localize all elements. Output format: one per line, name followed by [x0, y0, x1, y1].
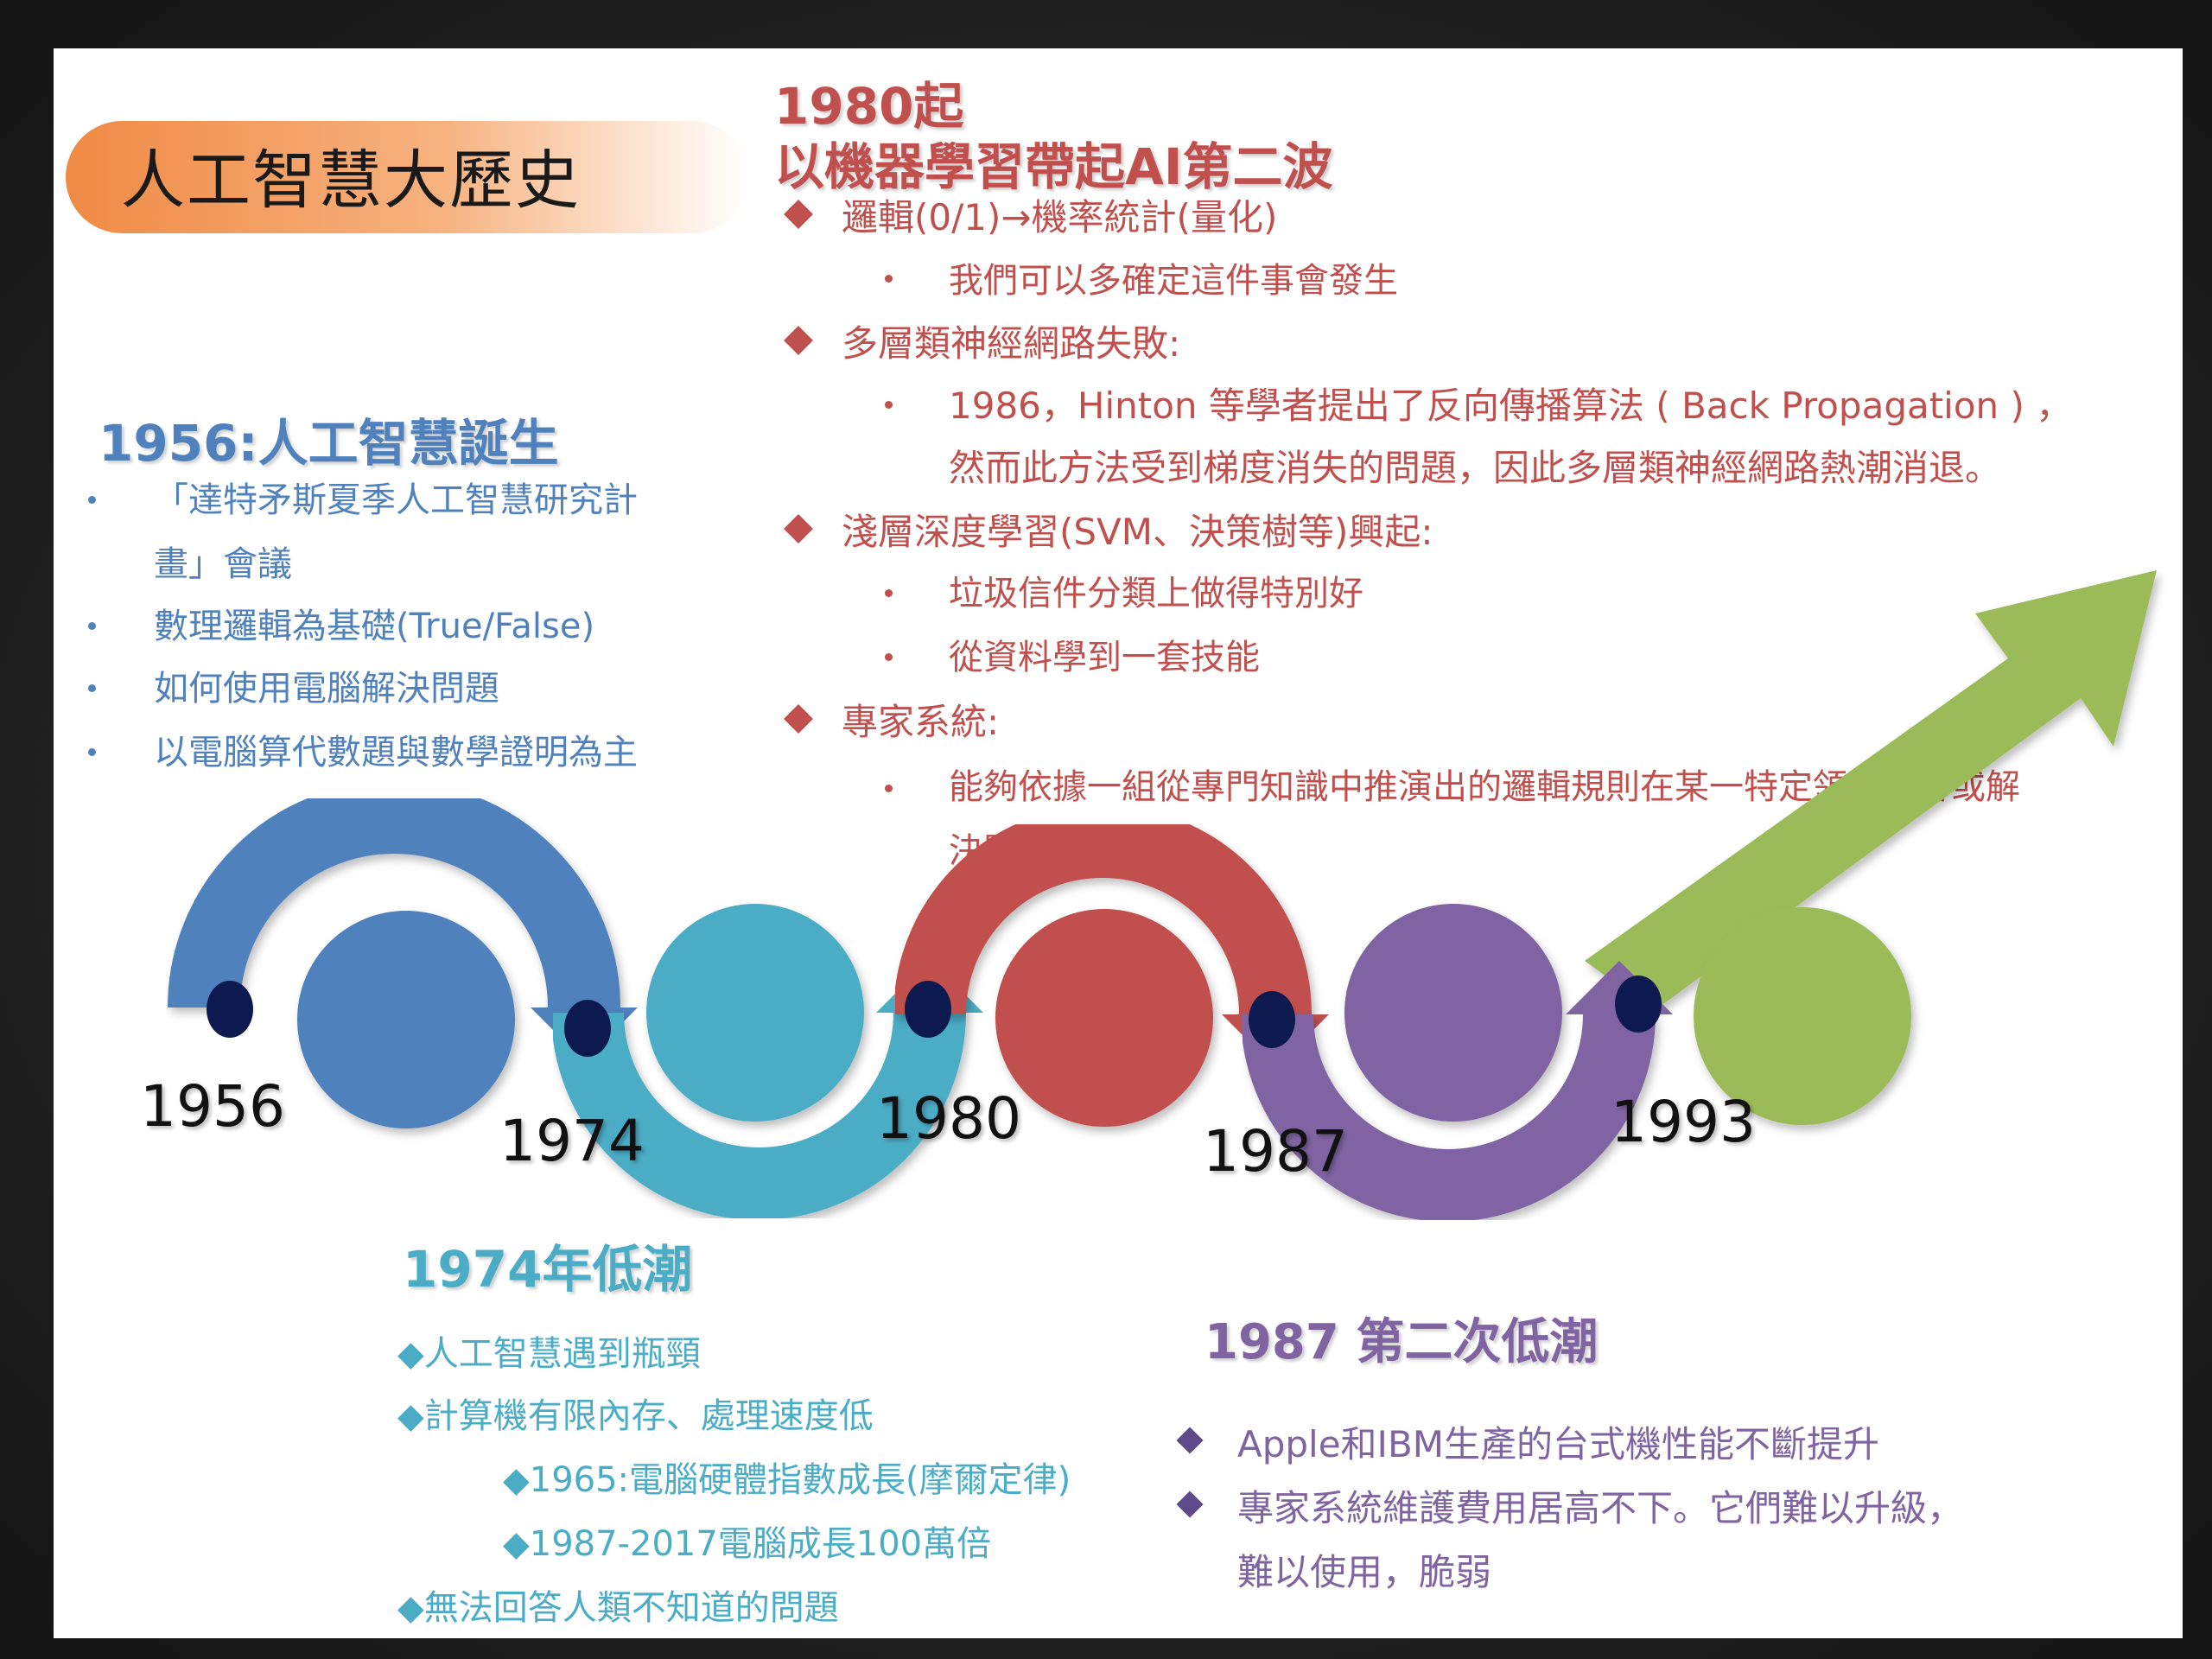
year-label-1956: 1956 [140, 1073, 285, 1140]
dot-bullet-icon [88, 622, 96, 630]
era-1956-item: 如何使用電腦解決問題 [154, 669, 499, 709]
era-1980-item: 1986，Hinton 等學者提出了反向傳播算法 ( Back Propagat… [949, 385, 2073, 427]
era-1980-item: 專家系統: [842, 701, 1000, 743]
arc-1980-1987 [893, 805, 1312, 1015]
timeline-graphic [168, 570, 2157, 1222]
era-1974-item: ◆計算機有限內存、處理速度低 [397, 1396, 874, 1436]
era-circle-1993 [1694, 907, 1911, 1125]
era-1974-item: ◆無法回答人類不知道的問題 [397, 1588, 839, 1628]
dot-bullet-icon [885, 589, 893, 597]
era-1980-heading-line1: 1980起 [774, 77, 964, 136]
era-circle-1956 [297, 911, 515, 1128]
era-1980-item: 邏輯(0/1)→機率統計(量化) [842, 196, 1278, 238]
milestone-dot-1987 [1249, 991, 1295, 1048]
year-label-1987: 1987 [1203, 1118, 1348, 1185]
era-1956-item: 畫」會議 [154, 544, 292, 584]
milestone-dot-1980 [905, 981, 951, 1038]
growth-arrow [1585, 570, 2157, 1011]
year-label-1974: 1974 [499, 1108, 645, 1174]
dot-bullet-icon [885, 275, 893, 283]
era-1974-item: ◆人工智慧遇到瓶頸 [397, 1334, 701, 1374]
arc-1956-1974 [168, 781, 620, 1008]
era-1956-item: 「達特矛斯夏季人工智慧研究計 [154, 480, 638, 520]
era-circle-1974 [646, 904, 864, 1122]
year-label-1980: 1980 [876, 1085, 1021, 1152]
milestone-dot-1993 [1615, 976, 1662, 1033]
era-1956-item: 數理邏輯為基礎(True/False) [154, 607, 595, 646]
era-circle-1987 [1344, 904, 1562, 1122]
year-label-1993: 1993 [1611, 1089, 1756, 1155]
era-1974-item: ◆1965:電腦硬體指數成長(摩爾定律) [503, 1460, 1071, 1500]
era-1987-item: 難以使用，脆弱 [1237, 1551, 1492, 1593]
era-circle-1980 [995, 909, 1213, 1127]
era-1987-item: 專家系統維護費用居高不下。它們難以升級， [1237, 1487, 1964, 1529]
era-1980-item: 從資料學到一套技能 [949, 638, 1260, 677]
era-1980-item: 我們可以多確定這件事會發生 [949, 261, 1398, 301]
era-1980-item: 淺層深度學習(SVM、決策樹等)興起: [842, 511, 1433, 553]
dot-bullet-icon [885, 653, 893, 661]
milestone-dot-1956 [207, 981, 253, 1038]
era-1980-item: 然而此方法受到梯度消失的問題，因此多層類神經網路熱潮消退。 [949, 447, 2002, 489]
arc-1974-1980 [551, 1012, 966, 1220]
era-1974-heading: 1974年低潮 [403, 1240, 693, 1299]
era-1980-item: 垃圾信件分類上做得特別好 [949, 574, 1363, 613]
dot-bullet-icon [88, 496, 96, 504]
dot-bullet-icon [88, 684, 96, 692]
dot-bullet-icon [88, 748, 96, 756]
era-1980-item: 多層類神經網路失敗: [842, 322, 1181, 365]
era-1987-item: Apple和IBM生產的台式機性能不斷提升 [1237, 1423, 1879, 1465]
era-1980-heading-line2: 以機器學習帶起AI第二波 [774, 137, 1333, 196]
arc-1987-1993 [1241, 1014, 1656, 1222]
era-1956-item: 以電腦算代數題與數學證明為主 [154, 733, 638, 772]
dot-bullet-icon [885, 785, 893, 792]
title-banner [66, 121, 748, 233]
dot-bullet-icon [885, 401, 893, 409]
era-1974-item: ◆1987-2017電腦成長100萬倍 [503, 1524, 992, 1564]
slide: 人工智慧大歷史 1980起 以機器學習帶起AI第二波 邏輯(0/1)→機率統計(… [54, 48, 2183, 1638]
milestone-dot-1974 [564, 1000, 611, 1057]
page-title: 人工智慧大歷史 [121, 143, 581, 218]
era-1987-heading: 1987 第二次低潮 [1205, 1314, 1599, 1370]
era-1956-heading: 1956:人工智慧誕生 [99, 414, 559, 473]
